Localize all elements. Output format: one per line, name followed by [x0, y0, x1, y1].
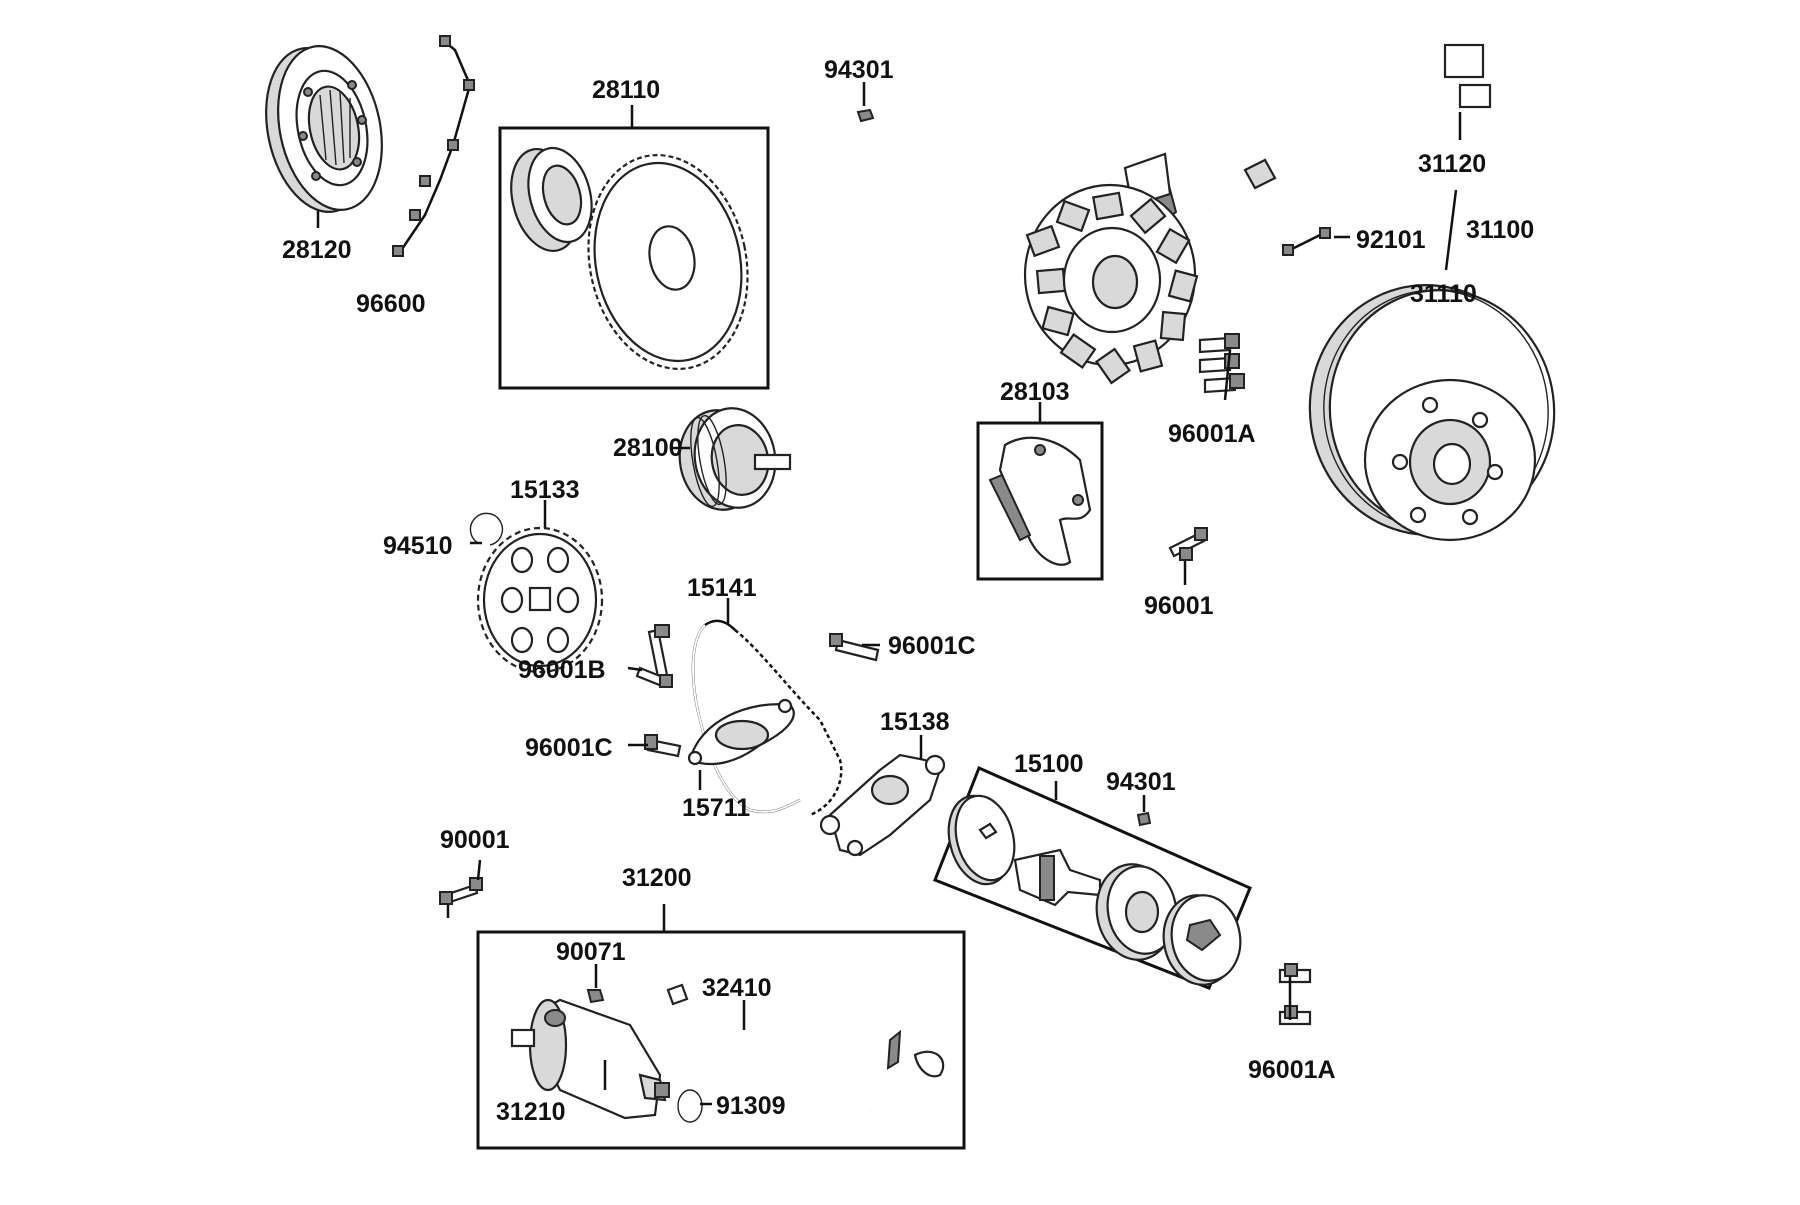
part-90001-bolts [439, 859, 483, 918]
label-15141: 15141 [687, 574, 757, 602]
part-31210-starter-motor [510, 998, 670, 1120]
part-31200-box [476, 930, 966, 1150]
label-90071: 90071 [556, 938, 626, 966]
label-31110: 31110 [1410, 280, 1477, 308]
part-31120-stator [1023, 43, 1492, 385]
label-28120: 28120 [282, 236, 352, 264]
label-96001C-left: 96001C [525, 734, 613, 762]
part-90071-nut [586, 989, 605, 1004]
label-15133: 15133 [510, 476, 580, 504]
part-15133-sprocket [476, 526, 604, 674]
label-31210: 31210 [496, 1098, 566, 1126]
part-94301-pin-top [856, 108, 875, 123]
label-15138: 15138 [880, 708, 950, 736]
part-32410-cable [666, 983, 945, 1112]
part-96001A-bolts-lower [1278, 963, 1312, 1026]
label-31120: 31120 [1418, 150, 1486, 178]
part-91309-o-ring [677, 1089, 703, 1123]
part-96001-bolts [1168, 527, 1208, 561]
part-94301-pin-mid [1136, 811, 1152, 827]
part-28110-box [498, 126, 770, 390]
label-94510: 94510 [383, 532, 453, 560]
part-96001C-bolt-right [829, 633, 880, 662]
part-96001B-bolts [635, 624, 673, 688]
part-15138-bracket [819, 753, 946, 857]
part-labels: 28120 96600 28110 94301 31120 92101 3110… [282, 56, 1534, 1126]
part-94510-circlip [469, 512, 504, 546]
part-92101-bolts [1282, 227, 1331, 256]
label-96001C-right: 96001C [888, 632, 976, 660]
label-28100: 28100 [613, 434, 683, 462]
label-91309: 91309 [716, 1092, 786, 1120]
label-31200: 31200 [622, 864, 692, 892]
label-32410: 32410 [702, 974, 772, 1002]
label-96001A-upper: 96001A [1168, 420, 1256, 448]
label-90001: 90001 [440, 826, 510, 854]
label-94301-mid: 94301 [1106, 768, 1176, 796]
label-94301-top: 94301 [824, 56, 894, 84]
label-28110: 28110 [592, 76, 660, 104]
part-96001C-bolt-left [644, 734, 682, 758]
part-28100-idle-gear [678, 407, 792, 511]
label-96001: 96001 [1144, 592, 1214, 620]
label-96001A-lower: 96001A [1248, 1056, 1336, 1084]
part-15141-chain [691, 619, 843, 817]
part-28103-plate [988, 436, 1092, 566]
part-96001A-bolts-upper [1198, 333, 1245, 401]
label-96001B: 96001B [518, 656, 606, 684]
part-15100-assembly [947, 794, 1242, 986]
label-28103: 28103 [1000, 378, 1070, 406]
label-31100: 31100 [1466, 216, 1534, 244]
part-28110-gear [510, 146, 749, 370]
label-15100: 15100 [1014, 750, 1084, 778]
label-96600: 96600 [356, 290, 426, 318]
part-96600-bolts [392, 35, 475, 257]
label-92101: 92101 [1356, 226, 1426, 254]
label-15711: 15711 [682, 794, 750, 822]
part-31110-flywheel [1308, 284, 1556, 542]
part-15711-chain-guide [687, 698, 795, 766]
part-28120-starter-clutch [265, 45, 383, 213]
